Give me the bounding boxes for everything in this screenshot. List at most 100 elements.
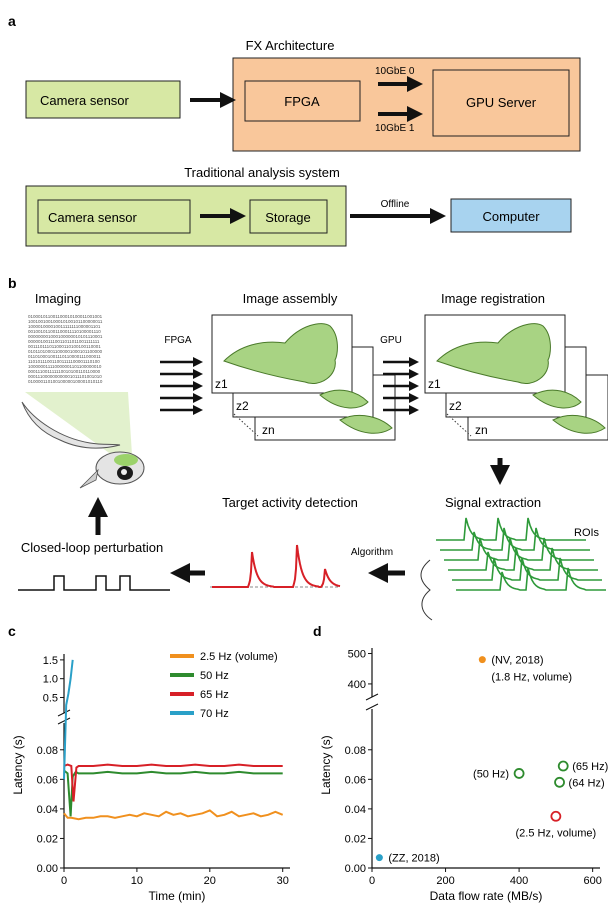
fpga-arrows xyxy=(160,357,203,415)
traditional-system-title: Traditional analysis system xyxy=(184,165,340,180)
roi-trace xyxy=(436,517,586,541)
camera-sensor-label: Camera sensor xyxy=(40,93,130,108)
data-point xyxy=(554,776,565,788)
fpga-arrows-label: FPGA xyxy=(164,335,192,346)
y-tick-label: 0.06 xyxy=(345,774,366,786)
larva-illustration xyxy=(21,401,145,489)
link0-label: 10GbE 0 xyxy=(375,66,415,77)
image-registration-stack: z1 z2 zn xyxy=(424,314,608,441)
z2-label: z2 xyxy=(236,399,249,413)
red-activity-trace xyxy=(212,544,341,588)
reg-brain-outline-z2 xyxy=(532,389,582,409)
binary-row: 010000110100100000100001010110 xyxy=(28,379,103,384)
camera-sensor-box xyxy=(25,80,181,119)
perturbation-pulses xyxy=(18,575,170,591)
panel-d-label: d xyxy=(313,623,322,639)
imaging-label: Imaging xyxy=(35,291,81,306)
link1-label: 10GbE 1 xyxy=(375,123,415,134)
fpga-box xyxy=(244,80,361,122)
trad-camera-label: Camera sensor xyxy=(48,210,138,225)
image-assembly-label: Image assembly xyxy=(243,291,338,306)
panel-b-label: b xyxy=(8,275,17,291)
panel-a: a FX Architecture Camera sensor FPGA 10G… xyxy=(8,13,581,247)
binary-row: 011010001001110110000111000011 xyxy=(28,354,101,359)
y-tick-label: 400 xyxy=(348,679,366,691)
roi-trace xyxy=(440,527,590,551)
fx-architecture-title: FX Architecture xyxy=(246,38,335,53)
point-label: (2.5 Hz, volume) xyxy=(516,827,597,839)
y-axis-label: Latency (s) xyxy=(319,735,333,794)
gpu-server-box xyxy=(432,69,570,137)
reg-brain-outline-zn xyxy=(552,415,606,434)
x-axis-label: Data flow rate (MB/s) xyxy=(430,889,543,903)
image-assembly-stack: z1 z2 zn xyxy=(211,314,396,441)
x-tick-label: 400 xyxy=(510,875,528,887)
gpu-server-label: GPU Server xyxy=(466,95,537,110)
z1-label: z1 xyxy=(215,377,228,391)
y-tick-label: 500 xyxy=(348,649,366,661)
roi-brace xyxy=(420,559,433,621)
y-tick-label: 0.06 xyxy=(37,774,58,786)
series-line xyxy=(63,809,284,821)
light-cone xyxy=(25,392,132,455)
computer-box xyxy=(450,198,572,233)
gpu-arrows xyxy=(383,357,419,415)
binary-row: 000000001000100000010101110001 xyxy=(28,334,103,339)
binary-row: 100001000010011111111000001101 xyxy=(28,324,101,329)
reg-z1-label: z1 xyxy=(428,377,441,391)
x-tick-label: 0 xyxy=(61,875,67,887)
binary-row: 100100100100010100101100000011 xyxy=(28,319,103,324)
series-line xyxy=(63,769,283,817)
brain-outline-z1 xyxy=(223,323,338,384)
binary-row: 000111000000000001011101001010 xyxy=(28,374,102,379)
panel-a-label: a xyxy=(8,13,16,29)
series-line xyxy=(63,659,74,780)
closed-loop-label: Closed-loop perturbation xyxy=(21,540,163,555)
algorithm-label: Algorithm xyxy=(351,547,393,558)
offline-label: Offline xyxy=(381,199,410,210)
binary-row: 010110100011000001000101100000 xyxy=(28,349,103,354)
reg-z2-label: z2 xyxy=(449,399,462,413)
rois-label: ROIs xyxy=(574,527,600,539)
gpu-arrows-label: GPU xyxy=(380,335,402,346)
legend-label: 2.5 Hz (volume) xyxy=(200,651,278,663)
binary-row: 010001011001100010100011001001 xyxy=(28,314,103,319)
axis-break-mark xyxy=(57,709,71,717)
y-tick-label: 0.08 xyxy=(37,745,58,757)
y-tick-label: 0.00 xyxy=(37,863,58,875)
binary-row: 000111001111110010100110110000 xyxy=(28,369,101,374)
binary-row: 000001001110011011011001111111 xyxy=(28,339,100,344)
legend-label: 70 Hz xyxy=(200,708,229,720)
x-tick-label: 0 xyxy=(369,875,375,887)
y-axis-label: Latency (s) xyxy=(11,735,25,794)
storage-box xyxy=(249,199,328,234)
data-point xyxy=(513,768,525,779)
binary-row: 001110111011000110100100110001 xyxy=(28,344,101,349)
y-tick-label: 0.08 xyxy=(345,745,366,757)
x-tick-label: 20 xyxy=(204,875,216,887)
panel-c-label: c xyxy=(8,623,16,639)
data-point xyxy=(478,656,486,664)
binary-data-stream: 0100010110011000101000110010011001001001… xyxy=(28,314,103,384)
legend-label: 50 Hz xyxy=(200,670,229,682)
axis-break xyxy=(58,713,70,723)
axis-break-mark xyxy=(57,717,71,725)
y-tick-label: 1.0 xyxy=(43,674,58,686)
binary-row: 100000011110000001101100000010 xyxy=(28,364,102,369)
image-registration-label: Image registration xyxy=(441,291,545,306)
signal-extraction-label: Signal extraction xyxy=(445,495,541,510)
signal-traces xyxy=(436,517,606,591)
target-detection-label: Target activity detection xyxy=(222,495,358,510)
roi-trace xyxy=(456,567,606,591)
point-label: (65 Hz) xyxy=(572,761,608,773)
y-tick-label: 0.04 xyxy=(345,804,366,816)
axis-break-mark xyxy=(365,693,379,701)
y-tick-label: 0.5 xyxy=(43,692,58,704)
x-tick-label: 30 xyxy=(277,875,289,887)
binary-row: 110101110011001111100001110100 xyxy=(28,359,100,364)
